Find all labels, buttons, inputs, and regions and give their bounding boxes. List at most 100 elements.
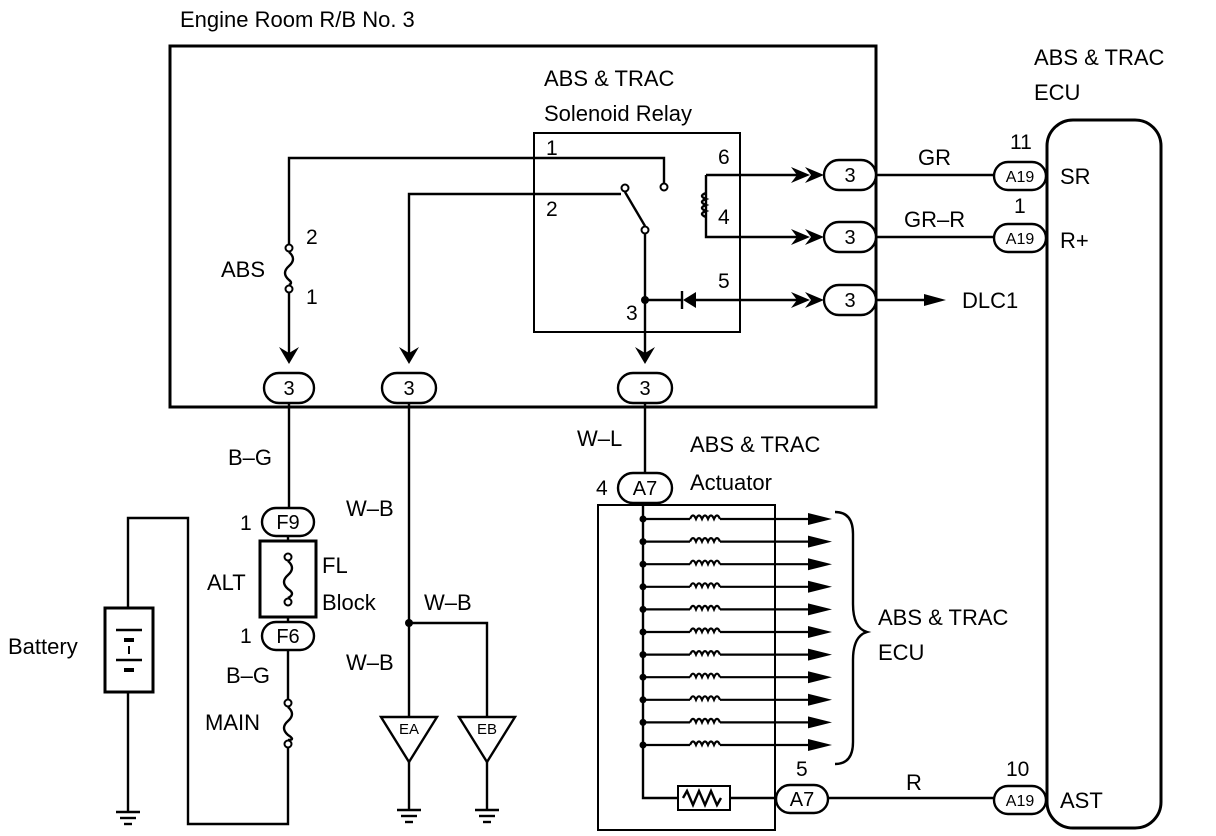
wire-w-l: W–L xyxy=(577,426,622,451)
a19-ast-connector: A19 xyxy=(1006,793,1035,810)
a19-rplus-connector: A19 xyxy=(1006,231,1035,248)
ground-ea-label: EA xyxy=(399,721,419,738)
f6-connector: F6 xyxy=(276,626,299,648)
rb-internal-wiring xyxy=(287,156,800,355)
a19-sr-connector: A19 xyxy=(1006,169,1035,186)
solenoid-relay: ABS & TRAC Solenoid Relay 1 2 3 4 5 6 xyxy=(533,66,741,333)
coil-icon xyxy=(688,740,722,748)
alt-fuse-icon xyxy=(282,560,294,600)
a7-connector-bottom: A7 xyxy=(790,789,814,811)
arrow-right-icon xyxy=(808,535,832,548)
ground-eb-icon xyxy=(456,715,518,765)
wire-gr-r: GR–R xyxy=(904,207,965,232)
fl-block-line1: FL xyxy=(322,553,348,578)
arrow-right-icon xyxy=(808,716,832,729)
relay-switch-arm xyxy=(623,191,647,227)
a19-connectors: A19 11 A19 1 A19 10 xyxy=(992,131,1048,816)
coil-icon xyxy=(688,627,722,635)
fuse-abs-label: ABS xyxy=(221,257,265,282)
battery-label: Battery xyxy=(8,634,78,659)
relay-title-line1: ABS & TRAC xyxy=(544,66,675,91)
arrow-right-icon xyxy=(808,580,832,593)
wire-gr: GR xyxy=(918,145,951,170)
ecu-terminal-sr: SR xyxy=(1060,164,1091,189)
coil-icon xyxy=(688,582,722,590)
relay-pin-5: 5 xyxy=(718,270,730,293)
arrow-right-icon xyxy=(808,739,832,751)
abs-fuse: ABS 2 1 xyxy=(221,226,318,309)
ecu-brace xyxy=(834,510,872,766)
relay-pin-2: 2 xyxy=(546,198,558,221)
solenoid-row xyxy=(639,693,832,706)
connector-3-dlc1: 3 xyxy=(844,290,855,312)
actuator-title-line2: Actuator xyxy=(690,470,772,495)
a19-sr-pin: 11 xyxy=(1010,131,1032,154)
ecu-title-line1: ABS & TRAC xyxy=(1034,45,1165,70)
a19-rplus-pin: 1 xyxy=(1014,195,1026,218)
resistor-icon xyxy=(681,787,723,809)
relay-coil-icon xyxy=(700,191,710,219)
ground-wiring: W–B W–B W–B EA EB xyxy=(346,403,518,810)
coil-icon xyxy=(688,672,722,680)
actuator-solenoids xyxy=(639,513,832,751)
battery-icon xyxy=(116,628,142,672)
rb-right-connectors: 3 3 3 xyxy=(791,158,878,317)
arrow-right-icon xyxy=(808,626,832,638)
ground-icon xyxy=(397,808,421,824)
bottom-chevrons xyxy=(279,347,655,364)
ecu-brace-line2: ECU xyxy=(878,640,924,665)
abs-trac-ecu: ABS & TRAC ECU SR R+ AST xyxy=(1034,45,1165,830)
arrow-right-icon xyxy=(808,558,832,571)
arrow-right-icon xyxy=(808,603,832,616)
relay-contact-common xyxy=(640,225,650,235)
f6-pin: 1 xyxy=(240,625,252,648)
ground-icon xyxy=(116,810,140,826)
ground-icon xyxy=(475,808,499,824)
relay-contact-no xyxy=(659,182,669,192)
engine-room-rb-label: Engine Room R/B No. 3 xyxy=(180,7,415,32)
a7-pin-4: 4 xyxy=(596,477,608,500)
wire-r: R xyxy=(906,770,922,795)
wire-w-b-1: W–B xyxy=(346,496,394,521)
relay-pin-1: 1 xyxy=(546,137,558,160)
coil-icon xyxy=(688,537,722,545)
abs-fuse-pin-2: 2 xyxy=(306,226,318,249)
coil-icon xyxy=(688,514,722,522)
relay-coil-leads xyxy=(704,173,740,239)
diode-icon xyxy=(683,292,696,308)
ecu-brace-line1: ABS & TRAC xyxy=(878,605,1009,630)
arrow-right-icon xyxy=(808,648,832,661)
main-fuse-icon xyxy=(282,706,294,742)
f9-connector: F9 xyxy=(276,512,299,534)
relay-pin-6: 6 xyxy=(718,146,730,169)
relay-contact-nc xyxy=(620,183,630,193)
solenoid-row xyxy=(639,739,832,751)
solenoid-row xyxy=(639,626,832,638)
ground-eb-label: EB xyxy=(477,721,497,738)
wire-w-b-3: W–B xyxy=(346,650,394,675)
abs-trac-actuator: W–L A7 4 ABS & TRAC Actuator A7 5 R ABS … xyxy=(577,403,1009,831)
fl-block-line2: Block xyxy=(322,590,377,615)
relay-pin-3: 3 xyxy=(626,302,638,325)
arrow-right-icon xyxy=(808,693,832,706)
connector-3-ground: 3 xyxy=(403,378,414,400)
solenoid-row xyxy=(639,558,832,571)
solenoid-row xyxy=(639,671,832,684)
dlc1-label: DLC1 xyxy=(962,288,1018,313)
ground-ea-icon xyxy=(378,715,440,765)
dlc1-arrow-icon xyxy=(924,294,946,306)
solenoid-row xyxy=(639,535,832,548)
rb-bottom-connectors: 3 3 3 xyxy=(262,371,674,405)
engine-room-rb-box: Engine Room R/B No. 3 xyxy=(168,7,878,409)
coil-icon xyxy=(688,604,722,613)
a7-connector-top: A7 xyxy=(633,478,657,500)
fuse-alt-label: ALT xyxy=(207,570,246,595)
relay-title-line2: Solenoid Relay xyxy=(544,101,692,126)
arrow-right-icon xyxy=(808,513,832,525)
wire-b-g-top: B–G xyxy=(228,445,272,470)
abs-fuse-pin-1: 1 xyxy=(306,286,318,309)
solenoid-row xyxy=(639,513,832,525)
ecu-wires: DLC1 GR GR–R xyxy=(876,145,1018,313)
arrow-right-icon xyxy=(808,671,832,684)
